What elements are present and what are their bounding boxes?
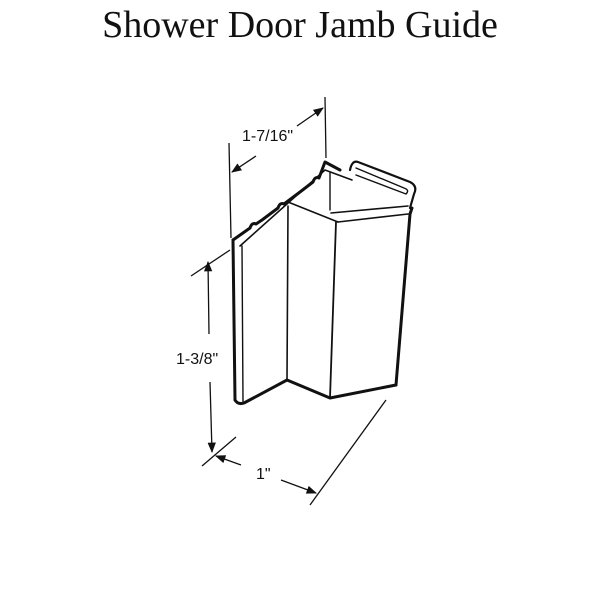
right-face-top-2 [337,213,409,223]
depth-extension-right [324,96,327,159]
width-extension-right [309,399,387,506]
left-panel-inner [241,245,244,403]
inner-diagonal [287,201,339,223]
depth-arrow-left [231,155,257,173]
bottom-outline [233,378,398,406]
left-panel-outer [231,238,237,402]
width-arrow-left [215,455,242,466]
top-ridge-inner [239,169,353,247]
height-arrow-up [203,260,213,335]
part-outline [231,160,417,406]
dimension-label-width: 1" [256,466,271,483]
dimension-label-height: 1-3/8" [176,351,219,368]
hook-inner [355,167,409,195]
diagram-title: Shower Door Jamb Guide [102,4,498,46]
right-outer-edge [394,206,414,387]
dimension-label-depth: 1-7/16" [242,128,294,145]
depth-extension-left [228,142,232,239]
width-arrow-right [280,479,317,494]
height-arrow-down [207,381,216,454]
front-corner-edge [329,221,337,399]
dimension-lines [190,96,387,506]
hook-lip [348,160,417,210]
width-extension-left [201,436,237,467]
depth-arrow-right [296,107,324,127]
height-extension-top [190,249,231,277]
top-ridge-outer [231,160,342,242]
front-left-edge [286,205,289,381]
right-face-top [330,205,409,214]
